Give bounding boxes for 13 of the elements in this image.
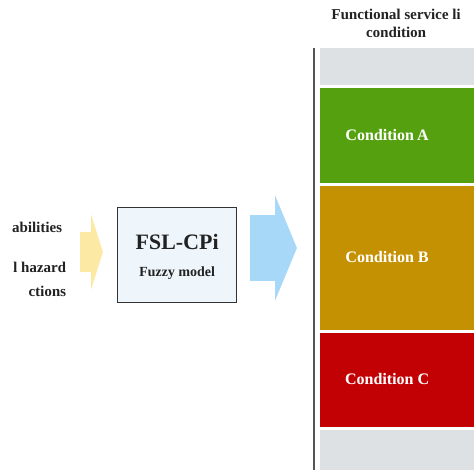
input-label: l hazard ctions bbox=[0, 256, 66, 304]
condition-band: Condition C bbox=[320, 333, 474, 427]
blank-band bbox=[320, 48, 474, 85]
blank-band bbox=[320, 430, 474, 470]
model-box bbox=[117, 207, 237, 303]
block-arrow bbox=[80, 214, 103, 290]
model-title: FSL-CPi bbox=[135, 229, 219, 255]
block-arrow bbox=[250, 195, 297, 301]
model-subtitle: Fuzzy model bbox=[139, 265, 215, 281]
condition-band: Condition B bbox=[320, 186, 474, 330]
column-heading: Functional service li condition bbox=[330, 6, 462, 42]
condition-band: Condition A bbox=[320, 88, 474, 183]
input-label: abilities bbox=[0, 216, 62, 240]
